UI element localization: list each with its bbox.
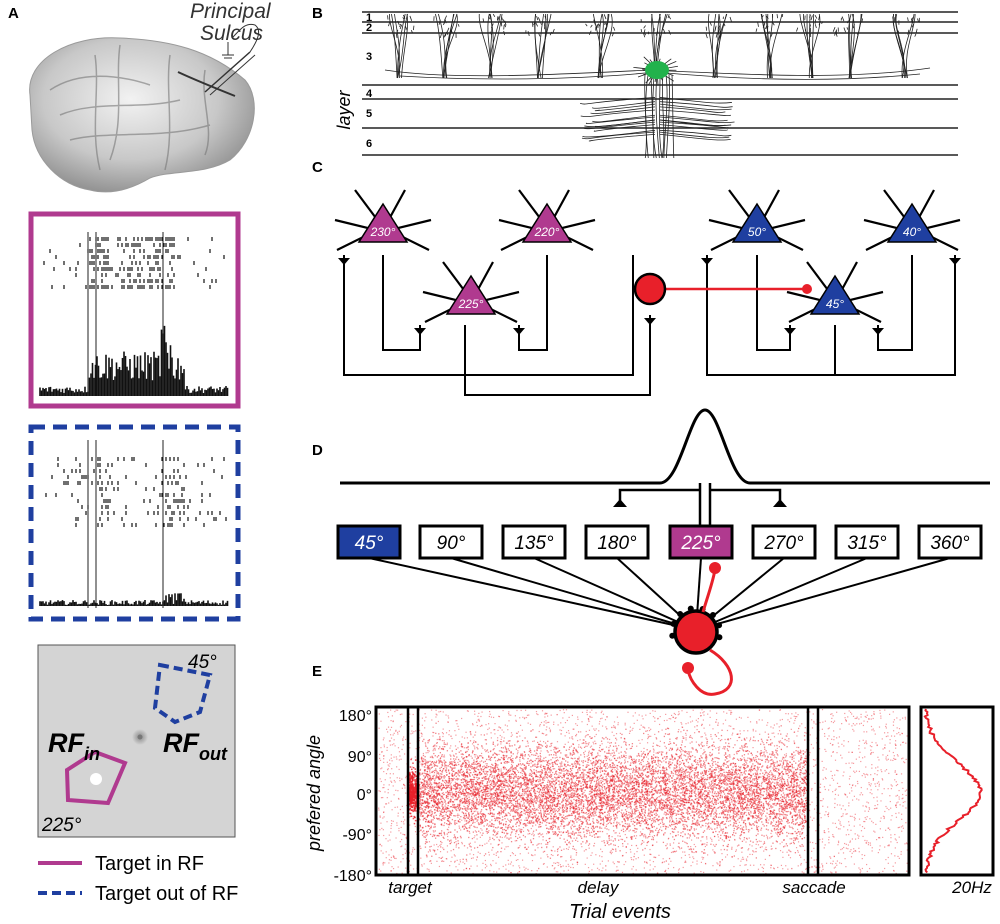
inhibitory-arrow-right — [773, 499, 787, 507]
rf-in-angle: 225° — [41, 815, 82, 836]
neuron-angle-label: 40° — [903, 225, 921, 239]
svg-text:90°: 90° — [348, 749, 372, 766]
histogram-in — [39, 325, 229, 396]
rf-out-angle: 45° — [188, 652, 217, 673]
rf-in-label: RFin — [48, 728, 100, 764]
e-plot-frame — [374, 705, 911, 877]
angle-box: 45° — [336, 524, 402, 560]
neuron-dendrite-drawing — [384, 13, 931, 159]
raster-in-spikes — [43, 237, 225, 289]
svg-text:1: 1 — [366, 12, 372, 24]
neuron-angle-label: 45° — [826, 297, 844, 311]
angle-box-label: 135° — [514, 533, 554, 554]
svg-text:0°: 0° — [357, 787, 372, 804]
angle-box-label: 360° — [930, 533, 970, 554]
tuning-curve — [923, 708, 983, 874]
angle-box: 315° — [834, 524, 900, 560]
bump-connections — [618, 483, 782, 528]
angle-box: 135° — [501, 524, 567, 560]
brain-image — [29, 37, 255, 193]
tuning-hist-frame — [919, 705, 995, 877]
hist-scale-label: 20Hz — [951, 878, 992, 897]
e-event-labels: target delay saccade — [388, 878, 845, 897]
angle-box-label: 270° — [763, 533, 804, 554]
svg-text:-180°: -180° — [334, 868, 372, 885]
rf-out-label: RFout — [163, 728, 228, 764]
rf-in-shape — [64, 749, 128, 806]
angle-box: 180° — [584, 524, 650, 560]
raster-out-frame — [28, 424, 241, 622]
recorded-neuron-soma — [645, 61, 669, 79]
angle-box: 360° — [917, 524, 983, 560]
brain-label-principal: Principal — [190, 0, 272, 23]
neuron-angle-label: 50° — [748, 225, 766, 239]
svg-text:6: 6 — [366, 138, 372, 150]
svg-text:3: 3 — [366, 51, 372, 63]
svg-text:180°: 180° — [339, 708, 372, 725]
cortical-layer-lines — [362, 11, 958, 156]
svg-text:4: 4 — [366, 88, 373, 100]
network-neuron: 40° — [863, 189, 961, 251]
panel-a-letter: A — [8, 5, 19, 22]
angle-box: 225° — [668, 524, 734, 560]
neuron-angle-label: 225° — [458, 297, 484, 311]
ring-network-diagram: 230° 220° 225° 50° 40° 45° — [334, 189, 961, 396]
panel-c-letter: C — [312, 159, 323, 176]
angle-box-label: 225° — [680, 533, 721, 554]
network-neuron: 45° — [786, 261, 884, 323]
angle-box: 90° — [418, 524, 484, 560]
brain-label-sulcus: Sulcus — [200, 22, 264, 45]
svg-text:5: 5 — [366, 108, 372, 120]
inhibitory-arrow-left — [613, 499, 627, 507]
svg-text:-90°: -90° — [342, 827, 372, 844]
histogram-out — [39, 593, 229, 606]
network-neuron: 230° — [334, 189, 432, 251]
svg-text:2: 2 — [366, 22, 372, 34]
bump-input-curve — [340, 408, 990, 485]
legend-in-label: Target in RF — [95, 853, 204, 875]
layer-axis-label: layer — [334, 89, 354, 129]
recurrent-loop — [686, 648, 733, 696]
network-neuron: 50° — [708, 189, 806, 251]
inhibitory-interneuron — [633, 272, 667, 306]
neuron-angle-label: 220° — [534, 225, 560, 239]
angle-box-label: 90° — [437, 533, 466, 554]
output-neuron — [673, 609, 719, 655]
panel-b-letter: B — [312, 5, 323, 22]
rf-in-target — [90, 773, 102, 785]
angle-box: 270° — [751, 524, 817, 560]
angle-box-label: 315° — [847, 533, 887, 554]
raster-out-spikes — [45, 457, 227, 527]
angle-box-label: 45° — [355, 533, 384, 554]
e-ylabel: prefered angle — [304, 735, 324, 852]
neuron-angle-label: 230° — [370, 225, 396, 239]
angle-boxes: 45° 90° 135° 180° 225° 270° 315° 360° — [336, 524, 983, 696]
e-xlabel: Trial events — [569, 901, 671, 923]
layer-numbers: 1 2 3 4 5 6 — [366, 12, 373, 150]
legend-out-label: Target out of RF — [95, 883, 238, 905]
raster-in-frame — [28, 211, 241, 409]
network-neuron: 225° — [422, 261, 520, 323]
angle-box-label: 180° — [597, 533, 637, 554]
panel-d-letter: D — [312, 442, 323, 459]
e-yticks: 180° 90° 0° -90° -180° — [334, 708, 372, 885]
population-activity-scatter — [378, 709, 908, 875]
electrode-icon — [204, 23, 260, 96]
network-neuron: 220° — [498, 189, 596, 251]
panel-e-letter: E — [312, 663, 322, 680]
rf-out-shape — [152, 662, 213, 725]
